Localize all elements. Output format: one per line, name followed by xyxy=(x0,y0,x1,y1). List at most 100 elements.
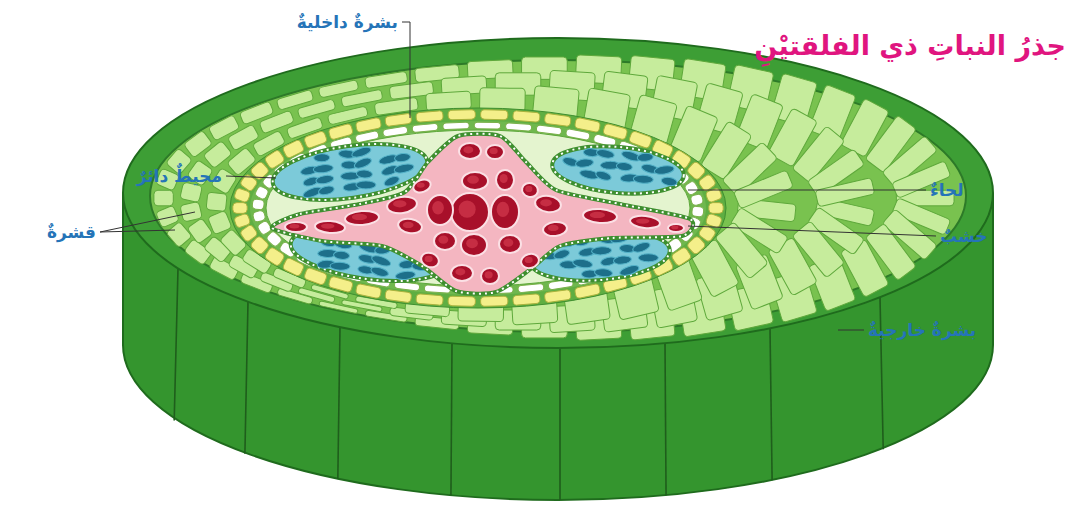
phloem-cell xyxy=(661,176,678,187)
leader-line xyxy=(226,176,276,178)
leader-line xyxy=(688,226,936,236)
xylem-vessel xyxy=(419,250,441,269)
xylem-vessel-lumen xyxy=(525,186,532,192)
leader-line xyxy=(100,212,195,232)
endodermis-cell xyxy=(385,113,412,127)
phloem-cell xyxy=(596,148,615,159)
xylem-vessel xyxy=(491,195,519,229)
cortex-cell-group xyxy=(154,55,954,341)
xylem-vessel-lumen xyxy=(636,218,650,223)
xylem-vessel-lumen xyxy=(500,174,508,183)
xylem-vessel-lumen xyxy=(466,238,478,248)
phloem-cell xyxy=(393,162,414,174)
endodermis-cell xyxy=(513,294,541,306)
xylem-vessel xyxy=(285,222,307,232)
phloem-cell xyxy=(591,246,611,255)
pericycle-cell xyxy=(690,193,704,206)
phloem-cell xyxy=(313,164,334,174)
xylem-vessel xyxy=(583,208,618,224)
xylem-ground xyxy=(272,134,693,294)
endodermis-cell xyxy=(544,113,571,127)
xylem-vessel xyxy=(486,145,504,159)
epidermis-cell-wall xyxy=(245,302,248,454)
xylem-vessel xyxy=(451,265,473,281)
phloem-cell xyxy=(619,264,640,278)
xylem-vessel-lumen xyxy=(417,182,425,187)
pericycle-cell xyxy=(252,199,265,210)
xylem-vessel xyxy=(481,268,499,284)
xylem-vessel xyxy=(461,234,487,256)
phloem-cell xyxy=(356,169,373,178)
phloem-cell xyxy=(314,154,330,163)
cortex-cell xyxy=(203,140,232,168)
xylem-vessel-lumen xyxy=(671,226,678,230)
part-label: قشرةٌ xyxy=(47,222,96,242)
xylem-vessel-lumen xyxy=(425,256,433,262)
phloem-cell xyxy=(394,152,411,162)
pericycle-cell xyxy=(412,123,438,132)
pericycle-cell xyxy=(692,206,705,217)
phloem-cell xyxy=(315,174,334,185)
epidermis-cell-wall xyxy=(174,268,178,420)
xylem-vessel xyxy=(496,170,514,190)
xylem-vessel xyxy=(668,224,684,232)
xylem-vessel xyxy=(451,193,489,231)
xylem-vessel-lumen xyxy=(352,214,367,220)
phloem-cell xyxy=(318,185,335,197)
endodermis-cell xyxy=(233,203,247,214)
endodermis-cell xyxy=(448,110,475,120)
leader-line xyxy=(402,22,410,118)
cortex-ground xyxy=(150,60,966,332)
endodermis-cell-group xyxy=(233,110,723,307)
phloem-cell xyxy=(637,153,654,162)
phloem-cell xyxy=(632,241,652,254)
endodermis-cell xyxy=(416,294,444,306)
phloem-cell xyxy=(575,158,594,168)
xylem-vessel-lumen xyxy=(525,257,533,263)
phloem-cell xyxy=(330,262,350,271)
phloem-cell xyxy=(333,251,350,261)
xylem-vessel-lumen xyxy=(393,200,407,207)
endodermis-cell xyxy=(448,296,475,306)
xylem-vessel-lumen xyxy=(321,223,335,228)
xylem-vessel-lumen xyxy=(467,176,479,184)
cortex-cell xyxy=(208,210,232,234)
endodermis-cell xyxy=(480,296,507,306)
endodermis-cell xyxy=(480,110,507,120)
phloem-cell xyxy=(633,175,653,184)
part-label: بشرةٌ داخليةٌ xyxy=(297,12,398,32)
cortex-cell xyxy=(166,221,192,247)
phloem-cell xyxy=(351,145,372,159)
xylem-vessel xyxy=(542,221,567,237)
xylem-vessel xyxy=(520,181,539,199)
epidermis-cell-wall xyxy=(451,343,452,495)
xylem-vessel-lumen xyxy=(403,222,414,228)
phloem-cell xyxy=(370,254,392,268)
xylem-vessel xyxy=(459,143,481,159)
part-label: خشبٌ xyxy=(940,226,988,246)
endodermis-cell xyxy=(513,111,541,123)
xylem-border-dots xyxy=(272,134,693,294)
phloem-cell xyxy=(383,174,401,188)
xylem-vessel xyxy=(434,232,456,250)
epidermis-cell-wall xyxy=(559,348,561,500)
phloem-patch xyxy=(550,141,686,198)
xylem-vessel-lumen xyxy=(490,148,498,154)
phloem-ground xyxy=(550,141,686,198)
phloem-cell xyxy=(595,169,613,182)
epidermis-cell-wall xyxy=(665,343,666,495)
part-label: بشرةٌ خارجيةٌ xyxy=(868,320,976,340)
xylem-vessel xyxy=(386,195,418,215)
xylem-vessel xyxy=(462,172,488,190)
phloem-border-dots xyxy=(550,141,686,198)
xylem-vessel xyxy=(427,195,453,225)
pericycle-cell xyxy=(443,122,470,130)
pericycle-cell xyxy=(518,283,544,292)
endodermis-cell xyxy=(416,111,444,123)
endodermis-cell xyxy=(385,289,412,303)
pericycle-cell xyxy=(474,122,500,129)
phloem-cell xyxy=(572,258,593,269)
pericycle-cell xyxy=(252,210,266,223)
